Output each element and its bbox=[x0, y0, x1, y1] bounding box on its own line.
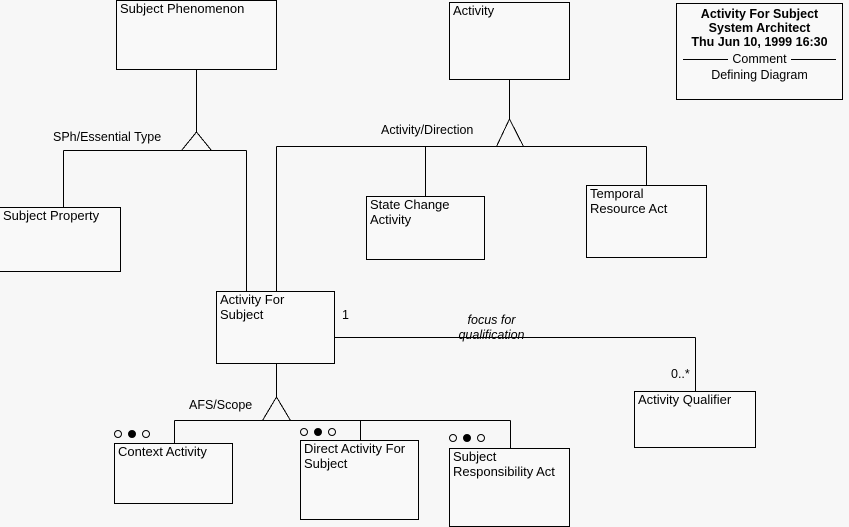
divider-rule-right bbox=[790, 58, 836, 60]
association-name: focus for qualification bbox=[458, 313, 525, 342]
class-label-state-change-activity: State Change Activity bbox=[370, 197, 450, 227]
title-block[interactable]: Activity For Subject System Architect Th… bbox=[676, 3, 843, 100]
divider-rule-left bbox=[683, 58, 729, 60]
generalization-triangle-afs bbox=[261, 396, 292, 421]
generalization-triangle-activity bbox=[495, 117, 525, 147]
generalization-label-activity-direction: Activity/Direction bbox=[381, 123, 474, 137]
adornments-direct-activity-for-subject bbox=[300, 428, 336, 436]
comment-divider: Comment bbox=[677, 52, 842, 66]
class-box-activity[interactable]: Activity bbox=[449, 2, 570, 80]
class-box-state-change-activity[interactable]: State Change Activity bbox=[366, 196, 485, 260]
class-box-temporal-resource-act[interactable]: Temporal Resource Act bbox=[586, 185, 707, 258]
title-line-timestamp: Thu Jun 10, 1999 16:30 bbox=[691, 35, 828, 49]
title-line-diagram-name: Activity For Subject bbox=[700, 7, 819, 21]
class-label-direct-activity-for-subject: Direct Activity For Subject bbox=[304, 441, 406, 471]
adornment-circle-open-right bbox=[142, 430, 150, 438]
title-line-author: System Architect bbox=[708, 21, 811, 35]
multiplicity-target: 0..* bbox=[671, 367, 690, 381]
generalization-label-afs-scope: AFS/Scope bbox=[189, 398, 253, 412]
adornment-circle-open-right bbox=[328, 428, 336, 436]
multiplicity-source: 1 bbox=[342, 308, 349, 322]
class-label-temporal-resource-act: Temporal Resource Act bbox=[590, 186, 668, 216]
class-label-subject-property: Subject Property bbox=[3, 208, 100, 223]
adornment-circle-filled bbox=[128, 430, 136, 438]
class-box-subject-responsibility-act[interactable]: Subject Responsibility Act bbox=[449, 448, 570, 527]
class-box-subject-phenomenon[interactable]: Subject Phenomenon bbox=[116, 0, 277, 70]
class-label-activity: Activity bbox=[453, 3, 495, 18]
generalization-triangle-sph bbox=[180, 131, 213, 151]
class-label-context-activity: Context Activity bbox=[118, 444, 207, 459]
adornment-circle-open-left bbox=[449, 434, 457, 442]
class-label-subject-responsibility-act: Subject Responsibility Act bbox=[453, 449, 555, 479]
class-box-context-activity[interactable]: Context Activity bbox=[114, 443, 233, 504]
class-box-activity-for-subject[interactable]: Activity For Subject bbox=[216, 291, 335, 364]
class-label-subject-phenomenon: Subject Phenomenon bbox=[120, 1, 245, 16]
adornment-circle-open-left bbox=[300, 428, 308, 436]
adornment-circle-filled bbox=[463, 434, 471, 442]
adornment-circle-open-left bbox=[114, 430, 122, 438]
adornments-context-activity bbox=[114, 430, 150, 438]
adornment-circle-filled bbox=[314, 428, 322, 436]
class-box-subject-property[interactable]: Subject Property bbox=[0, 207, 121, 272]
class-box-direct-activity-for-subject[interactable]: Direct Activity For Subject bbox=[300, 440, 419, 520]
class-box-activity-qualifier[interactable]: Activity Qualifier bbox=[634, 391, 756, 448]
comment-label: Comment bbox=[732, 52, 787, 66]
class-label-activity-qualifier: Activity Qualifier bbox=[638, 392, 732, 407]
adornment-circle-open-right bbox=[477, 434, 485, 442]
generalization-label-sph-essential-type: SPh/Essential Type bbox=[53, 130, 162, 144]
comment-body: Defining Diagram bbox=[711, 68, 808, 82]
adornments-subject-responsibility-act bbox=[449, 434, 485, 442]
class-label-activity-for-subject: Activity For Subject bbox=[220, 292, 285, 322]
